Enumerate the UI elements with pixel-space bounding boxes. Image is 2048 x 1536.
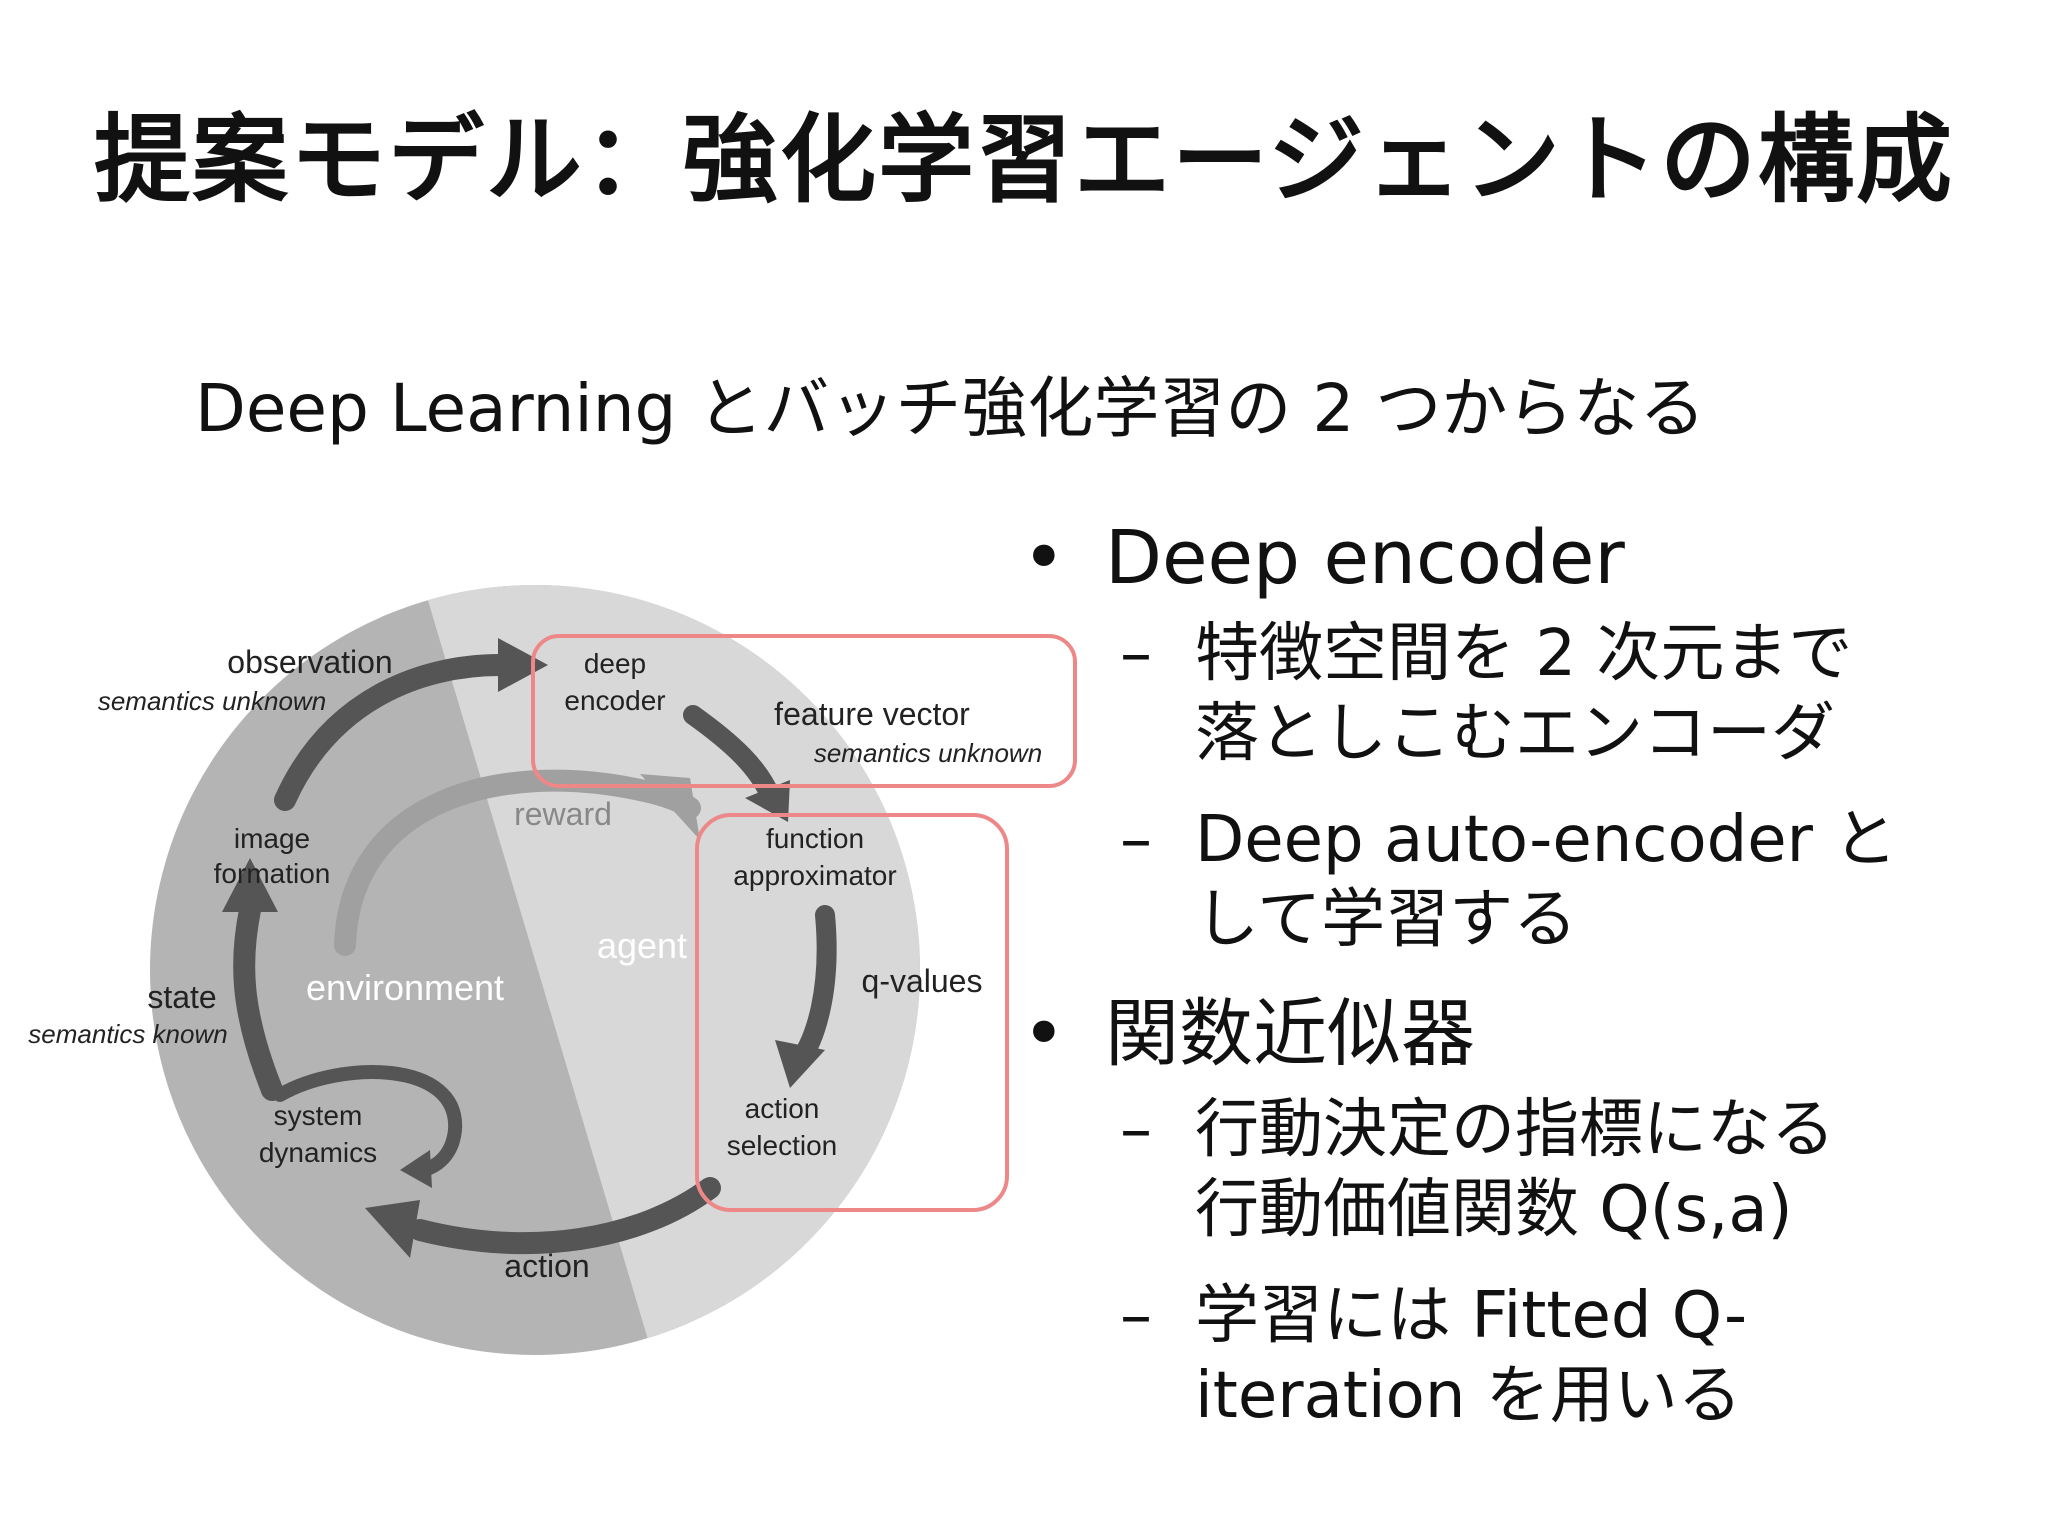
observation-label: observation bbox=[227, 644, 392, 680]
sub-bullet-line: 行動決定の指標になる bbox=[1195, 1093, 1835, 1167]
state-arrow bbox=[233, 899, 283, 1101]
state-label: state bbox=[147, 979, 216, 1015]
action-arrow bbox=[409, 1177, 721, 1255]
sub-bullet-line: 学習には Fitted Q- bbox=[1195, 1279, 1748, 1353]
slide-subtitle: Deep Learning とバッチ強化学習の 2 つからなる bbox=[195, 370, 1706, 447]
action-arrowhead bbox=[365, 1200, 420, 1258]
environment-label: environment bbox=[306, 967, 504, 1008]
image-formation-label-2: formation bbox=[214, 858, 331, 889]
sub-bullet-line: Deep auto-encoder と bbox=[1195, 803, 1898, 877]
sub-bullet-line: 行動価値関数 Q(s,a) bbox=[1195, 1173, 1793, 1247]
q-values-label: q-values bbox=[862, 963, 983, 999]
sub-bullet: – 学習には Fitted Q- iteration を用いる bbox=[1010, 1276, 2010, 1436]
deep-encoder-label-2: encoder bbox=[564, 685, 665, 716]
q-values-arrowhead bbox=[775, 1040, 825, 1088]
feature-vector-note: semantics unknown bbox=[814, 738, 1042, 768]
function-approximator-label-2: approximator bbox=[733, 860, 896, 891]
bullet-deep-encoder: • Deep encoder bbox=[1010, 510, 2010, 606]
dash-marker: – bbox=[1120, 617, 1152, 691]
dash-marker: – bbox=[1120, 1279, 1152, 1353]
state-arrowhead bbox=[222, 858, 278, 912]
bullet-text: 関数近似器 bbox=[1105, 991, 1475, 1077]
bullet-function-approximator: • 関数近似器 bbox=[1010, 986, 2010, 1082]
sub-bullet: – 行動決定の指標になる 行動価値関数 Q(s,a) bbox=[1010, 1090, 2010, 1250]
agent-region bbox=[410, 585, 920, 1355]
feature-vector-arrowhead bbox=[745, 780, 790, 822]
function-approximator-highlight bbox=[695, 813, 1009, 1212]
system-dynamics-label-2: dynamics bbox=[259, 1137, 377, 1168]
function-approximator-label-1: function bbox=[766, 823, 864, 854]
state-note: semantics known bbox=[28, 1019, 227, 1049]
observation-note: semantics unknown bbox=[98, 686, 326, 716]
system-dynamics-loop bbox=[273, 1065, 463, 1177]
agent-label: agent bbox=[597, 925, 687, 966]
bullet-text: Deep encoder bbox=[1105, 515, 1625, 601]
action-selection-label-2: selection bbox=[727, 1130, 838, 1161]
observation-arrowhead bbox=[498, 638, 548, 692]
deep-encoder-highlight bbox=[531, 634, 1077, 788]
image-formation-label-1: image bbox=[234, 823, 310, 854]
deep-encoder-label-1: deep bbox=[584, 648, 646, 679]
action-selection-label-1: action bbox=[745, 1093, 820, 1124]
system-dynamics-arrowhead bbox=[400, 1150, 432, 1188]
sub-bullet: – 特徴空間を 2 次元まで 落としこむエンコーダ bbox=[1010, 614, 2010, 774]
bullet-list: • Deep encoder – 特徴空間を 2 次元まで 落としこむエンコーダ… bbox=[1010, 510, 2010, 1462]
dash-marker: – bbox=[1120, 1093, 1152, 1167]
sub-bullet-line: して学習する bbox=[1195, 883, 1578, 957]
rl-agent-diagram: observation semantics unknown deep encod… bbox=[28, 585, 1077, 1355]
reward-arrowhead bbox=[640, 774, 700, 840]
action-label: action bbox=[504, 1248, 589, 1284]
bullet-marker: • bbox=[1022, 515, 1066, 601]
reward-label: reward bbox=[514, 796, 612, 832]
sub-bullet-line: iteration を用いる bbox=[1195, 1359, 1742, 1433]
observation-arrow bbox=[274, 654, 511, 811]
sub-bullet-line: 落としこむエンコーダ bbox=[1195, 697, 1835, 771]
feature-vector-label: feature vector bbox=[774, 696, 970, 732]
dash-marker: – bbox=[1120, 803, 1152, 877]
sub-bullet: – Deep auto-encoder と して学習する bbox=[1010, 800, 2010, 960]
system-dynamics-label-1: system bbox=[274, 1100, 363, 1131]
slide-title: 提案モデル：強化学習エージェントの構成 bbox=[93, 104, 1955, 216]
bullet-marker: • bbox=[1022, 991, 1066, 1077]
sub-bullet-line: 特徴空間を 2 次元まで bbox=[1195, 617, 1853, 691]
